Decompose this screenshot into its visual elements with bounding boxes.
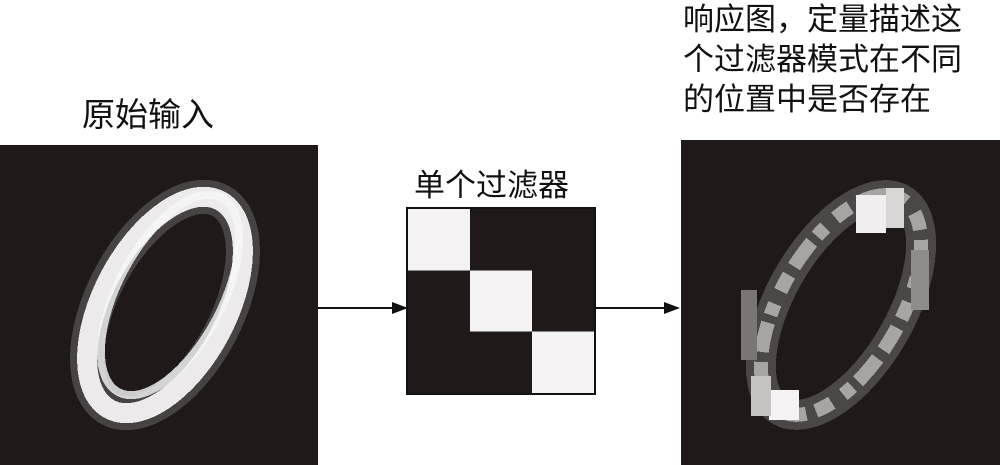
response-map-image — [681, 140, 1000, 465]
filter-cell-off — [408, 270, 470, 332]
single-filter-grid — [406, 207, 596, 395]
filter-cell-off — [532, 270, 594, 332]
filter-label: 单个过滤器 — [414, 168, 569, 204]
response-caption-line-1: 响应图，定量描述这 — [683, 2, 962, 38]
filter-cell-off — [408, 331, 470, 393]
filter-cell-on — [408, 209, 470, 271]
response-caption-line-3: 的位置中是否存在 — [683, 82, 931, 118]
filter-cell-on — [470, 270, 532, 332]
filter-cell-off — [532, 209, 594, 271]
original-input-image — [0, 145, 318, 465]
input-label: 原始输入 — [82, 95, 214, 134]
response-caption-line-2: 个过滤器模式在不同 — [683, 42, 962, 78]
filter-cell-on — [532, 331, 594, 393]
arrow-right-icon — [594, 302, 680, 314]
filter-cell-off — [470, 209, 532, 271]
response-map-caption: 响应图，定量描述这 个过滤器模式在不同 的位置中是否存在 — [683, 0, 962, 120]
arrow-right-icon — [318, 302, 408, 314]
filter-cell-off — [470, 331, 532, 393]
